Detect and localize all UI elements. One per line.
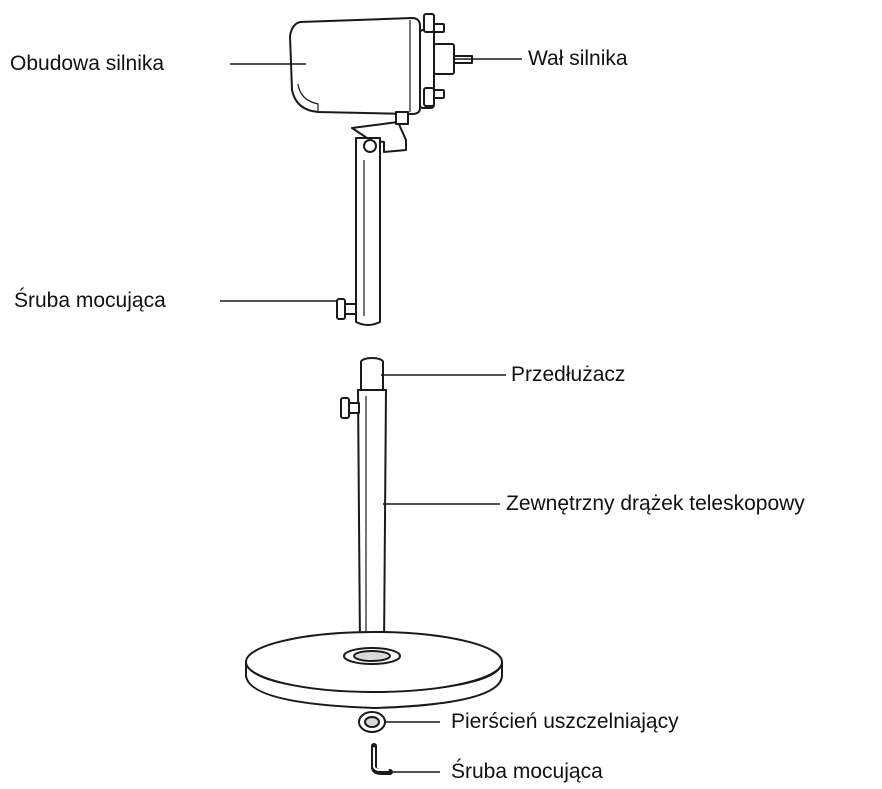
label-motor-housing: Obudowa silnika [10,52,165,75]
label-sealing-ring: Pierścień uszczelniający [451,710,679,733]
label-mounting-screw-top: Śruba mocująca [14,289,166,312]
label-mounting-screw-bottom: Śruba mocująca [451,760,603,783]
bottom-screw [371,743,393,775]
leader-lines [220,58,522,773]
label-extension: Przedłużacz [511,363,626,386]
label-motor-shaft: Wał silnika [528,47,628,70]
upper-pole [336,111,409,326]
sealing-ring [358,711,386,733]
motor-housing [289,13,473,115]
label-outer-telescopic-rod: Zewnętrzny drążek teleskopowy [506,492,805,515]
telescopic-rod [340,357,387,649]
base [245,631,503,709]
